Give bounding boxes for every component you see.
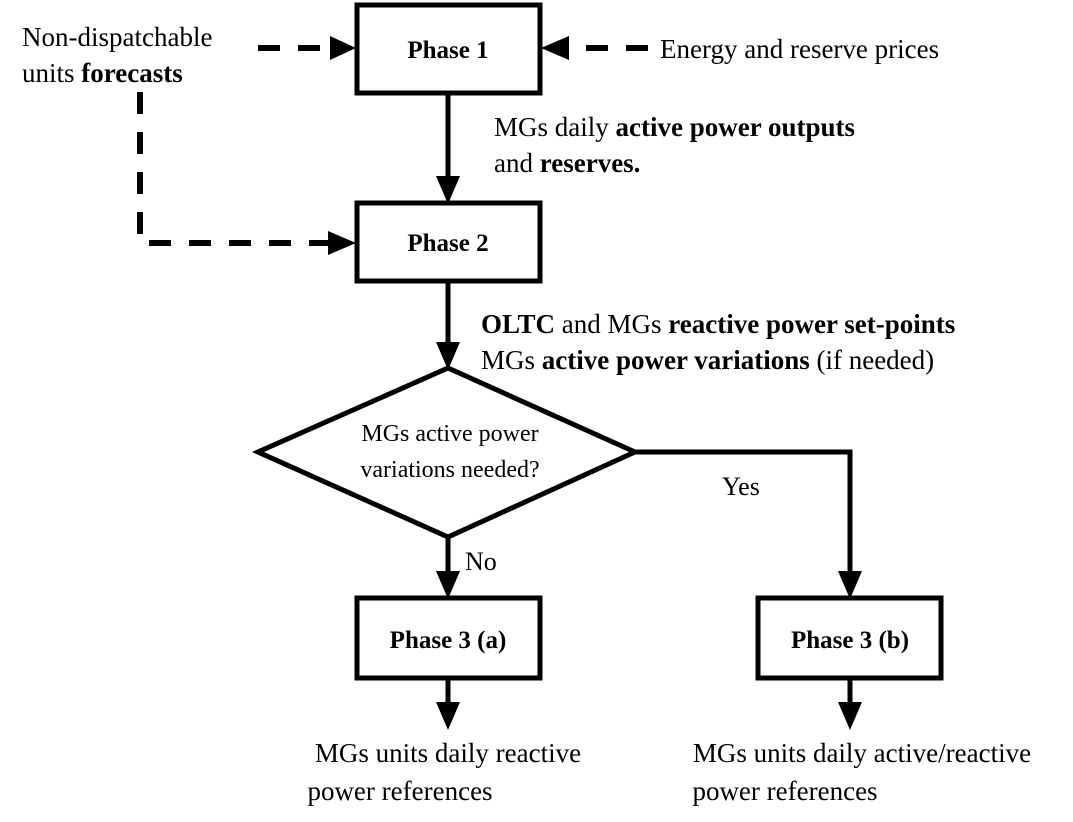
edge-label-yes: Yes (722, 472, 760, 501)
annot-p2-l2-reg-a: MGs (481, 345, 542, 375)
annot-p2-l2-bold-a: active power variations (542, 345, 810, 375)
annot-p2-l1-reg-a: and MGs (555, 309, 668, 339)
edge-prices-to-phase1 (541, 36, 648, 60)
svg-text:OLTC and MGs reactive power se: OLTC and MGs reactive power set-points (481, 309, 955, 339)
annot-p1-l2-reg: and (494, 148, 540, 178)
input-right-prices: Energy and reserve prices (660, 34, 939, 64)
node-phase1[interactable]: Phase 1 (354, 2, 543, 96)
node-decision-line2: variations needed? (360, 457, 539, 483)
node-phase1-label: Phase 1 (407, 37, 488, 64)
annot-p2-l2-reg-b: (if needed) (810, 345, 934, 375)
annot-p2-l1-bold-b: reactive power set-points (668, 309, 955, 339)
node-decision-line1: MGs active power (361, 421, 538, 447)
edge-forecasts-to-phase1 (258, 36, 356, 60)
edge-decision-yes-to-phase3b (635, 449, 862, 599)
node-phase3b-label: Phase 3 (b) (791, 627, 909, 654)
input-left-line2-bold: forecasts (81, 58, 182, 88)
output-left-line1: MGs units daily reactive (315, 738, 581, 768)
node-phase2-label: Phase 2 (407, 230, 488, 257)
edge-phase1-to-phase2 (436, 93, 460, 204)
output-right-line2: power references (692, 776, 877, 806)
edge-forecasts-to-phase2 (137, 92, 356, 255)
annot-p1-l2-bold: reserves. (540, 148, 641, 178)
node-phase3b[interactable]: Phase 3 (b) (755, 595, 944, 681)
edge-phase2-to-decision (436, 280, 460, 370)
input-right-text: Energy and reserve prices (660, 34, 939, 64)
node-phase2[interactable]: Phase 2 (354, 200, 543, 284)
input-left-line1: Non-dispatchable (22, 22, 212, 52)
edge-phase3a-to-output (436, 678, 460, 730)
input-left-line2-regular: units (22, 58, 81, 88)
output-right-references: MGs units daily active/reactive power re… (692, 738, 1031, 806)
output-left-line2: power references (307, 776, 492, 806)
node-decision[interactable]: MGs active power variations needed? (251, 365, 642, 540)
node-phase3a[interactable]: Phase 3 (a) (354, 595, 543, 681)
annot-p1-l1-reg: MGs daily (494, 112, 616, 142)
svg-text:MGs active power variations (i: MGs active power variations (if needed) (481, 345, 934, 375)
node-phase3a-label: Phase 3 (a) (390, 627, 507, 654)
edge-phase3b-to-output (838, 678, 862, 730)
annot-p1-l1-bold: active power outputs (616, 112, 856, 142)
svg-text:units forecasts: units forecasts (22, 58, 183, 88)
output-right-line1: MGs units daily active/reactive (693, 738, 1031, 768)
svg-text:MGs daily active power outputs: MGs daily active power outputs (494, 112, 855, 142)
annotation-phase2-output: OLTC and MGs reactive power set-points M… (481, 309, 955, 375)
annotation-phase1-output: MGs daily active power outputs and reser… (494, 112, 855, 178)
edge-decision-no-to-phase3a (436, 537, 460, 599)
svg-text:and reserves.: and reserves. (494, 148, 640, 178)
edge-label-no: No (465, 547, 497, 576)
annot-p2-l1-bold-a: OLTC (481, 309, 555, 339)
svg-text:Non-dispatchable: Non-dispatchable (22, 22, 212, 52)
input-left-forecasts: Non-dispatchable units forecasts (22, 22, 212, 88)
output-left-references: MGs units daily reactive power reference… (307, 738, 581, 806)
